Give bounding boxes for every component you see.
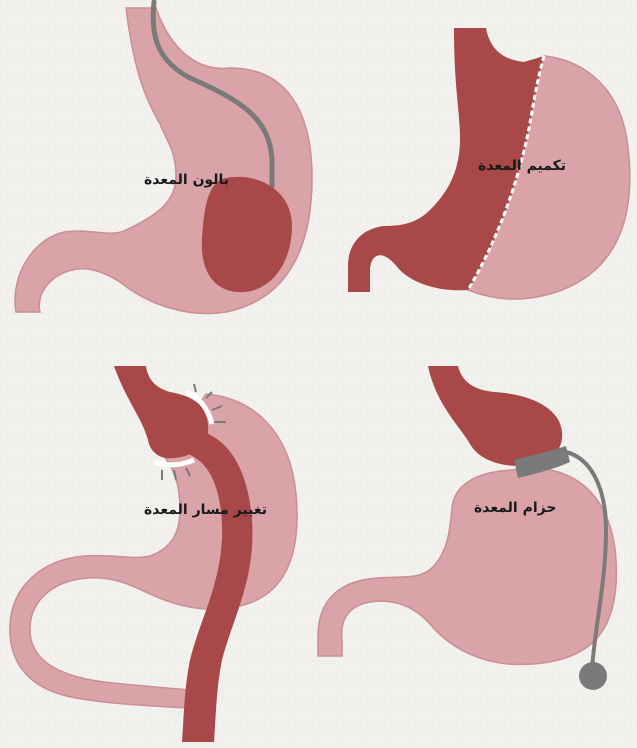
label-balloon: بالون المعدة xyxy=(144,172,229,188)
label-band: حزام المعدة xyxy=(474,500,556,516)
label-bypass: تغيير مسار المعدة xyxy=(144,502,267,518)
label-sleeve: تكميم المعدة xyxy=(478,158,566,174)
band-access-port xyxy=(579,662,607,690)
